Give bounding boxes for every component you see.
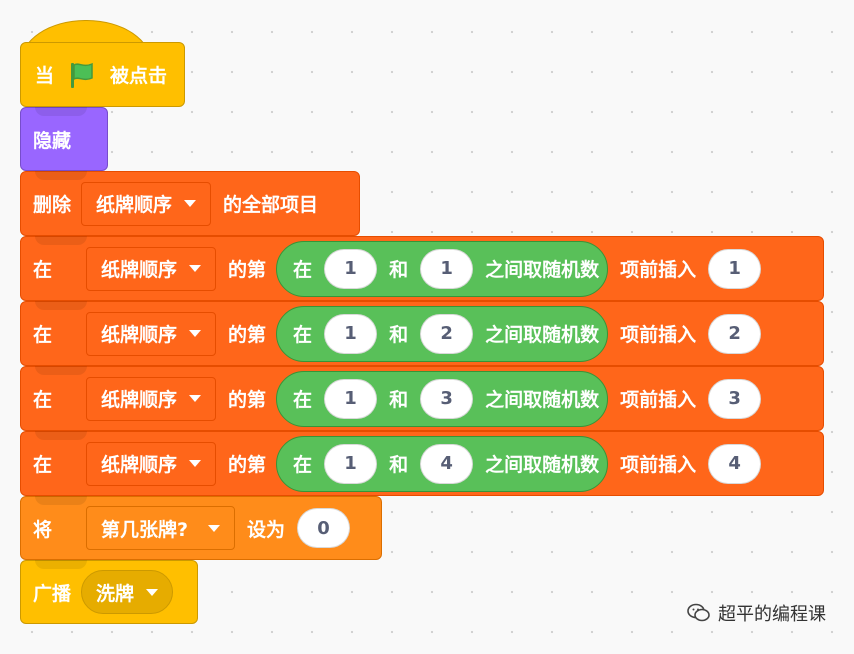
and-label: 和 (389, 324, 409, 346)
insert-at-label: 在 (33, 389, 53, 411)
insert-value-input[interactable]: 4 (708, 443, 762, 484)
message-dropdown[interactable]: 洗牌 (81, 570, 174, 614)
insert-value-input[interactable]: 1 (708, 248, 762, 289)
random-to-input[interactable]: 1 (420, 248, 474, 289)
random-suffix-label: 之间取随机数 (485, 259, 600, 281)
list-dropdown-value: 纸牌顺序 (101, 389, 178, 411)
dropdown-caret-icon (189, 265, 202, 272)
all-items-label: 的全部项目 (223, 194, 319, 216)
random-suffix-label: 之间取随机数 (485, 389, 600, 411)
message-dropdown-value: 洗牌 (96, 582, 135, 605)
variable-dropdown[interactable]: 第几张牌? (86, 506, 236, 550)
of-item-label: 的第 (228, 259, 267, 281)
block-notch (35, 560, 87, 569)
insert-value-input[interactable]: 2 (708, 313, 762, 354)
pick-random-label: 在 (293, 324, 313, 346)
insert-at-list-block[interactable]: 在 纸牌顺序 的第 在 1 和 3 之间取随机数 项前插入 3 (20, 366, 824, 431)
list-dropdown[interactable]: 纸牌顺序 (86, 376, 217, 421)
random-from-input[interactable]: 1 (324, 313, 378, 354)
broadcast-block[interactable]: 广播 洗牌 (20, 560, 198, 624)
random-to-input[interactable]: 4 (420, 443, 474, 484)
when-label: 当 (35, 65, 55, 87)
wechat-icon (687, 603, 710, 622)
hide-label: 隐藏 (33, 129, 72, 152)
insert-at-list-block[interactable]: 在 纸牌顺序 的第 在 1 和 2 之间取随机数 项前插入 2 (20, 301, 824, 366)
random-to-input[interactable]: 3 (420, 378, 474, 419)
dropdown-caret-icon (189, 460, 202, 467)
block-notch (35, 431, 87, 440)
random-from-input[interactable]: 1 (324, 443, 378, 484)
list-dropdown-value: 纸牌顺序 (101, 324, 178, 346)
delete-all-of-list-block[interactable]: 删除 纸牌顺序 的全部项目 (20, 171, 360, 236)
list-dropdown[interactable]: 纸牌顺序 (81, 181, 212, 226)
pick-random-label: 在 (293, 389, 313, 411)
when-flag-clicked-block[interactable]: 当 被点击 (20, 42, 185, 107)
hide-block[interactable]: 隐藏 (20, 107, 108, 171)
block-notch (35, 301, 87, 310)
insert-at-label: 在 (33, 324, 53, 346)
dropdown-caret-icon (208, 524, 221, 532)
block-notch (35, 107, 87, 116)
pick-random-reporter[interactable]: 在 1 和 4 之间取随机数 (276, 435, 609, 492)
list-dropdown-value: 纸牌顺序 (101, 259, 178, 281)
watermark: 超平的编程课 (686, 600, 826, 626)
list-dropdown-value: 纸牌顺序 (96, 194, 173, 216)
set-to-label: 设为 (247, 518, 286, 541)
dropdown-caret-icon (146, 588, 159, 596)
block-notch (35, 496, 87, 505)
of-item-label: 的第 (228, 324, 267, 346)
random-to-input[interactable]: 2 (420, 313, 474, 354)
pick-random-reporter[interactable]: 在 1 和 3 之间取随机数 (276, 370, 609, 427)
variable-dropdown-value: 第几张牌? (101, 518, 189, 541)
green-flag-icon (71, 62, 93, 88)
block-notch (35, 366, 87, 375)
block-notch (35, 236, 87, 245)
set-value-input[interactable]: 0 (297, 508, 351, 548)
pick-random-label: 在 (293, 454, 313, 476)
random-suffix-label: 之间取随机数 (485, 454, 600, 476)
pick-random-reporter[interactable]: 在 1 和 2 之间取随机数 (276, 305, 609, 362)
insert-at-list-block[interactable]: 在 纸牌顺序 的第 在 1 和 4 之间取随机数 项前插入 4 (20, 431, 824, 496)
set-variable-block[interactable]: 将 第几张牌? 设为 0 (20, 496, 382, 560)
random-from-input[interactable]: 1 (324, 378, 378, 419)
insert-at-label: 在 (33, 454, 53, 476)
block-notch (35, 171, 87, 180)
delete-label: 删除 (33, 194, 72, 216)
and-label: 和 (389, 389, 409, 411)
list-dropdown[interactable]: 纸牌顺序 (86, 441, 217, 486)
random-from-input[interactable]: 1 (324, 248, 378, 289)
insert-before-label: 项前插入 (620, 454, 697, 476)
insert-before-label: 项前插入 (620, 389, 697, 411)
of-item-label: 的第 (228, 454, 267, 476)
pick-random-reporter[interactable]: 在 1 和 1 之间取随机数 (276, 240, 609, 297)
of-item-label: 的第 (228, 389, 267, 411)
dropdown-caret-icon (189, 395, 202, 402)
and-label: 和 (389, 454, 409, 476)
random-suffix-label: 之间取随机数 (485, 324, 600, 346)
insert-at-list-block[interactable]: 在 纸牌顺序 的第 在 1 和 1 之间取随机数 项前插入 1 (20, 236, 824, 301)
broadcast-label: 广播 (33, 582, 72, 605)
watermark-text: 超平的编程课 (718, 604, 826, 625)
insert-before-label: 项前插入 (620, 259, 697, 281)
dropdown-caret-icon (184, 200, 197, 207)
insert-value-input[interactable]: 3 (708, 378, 762, 419)
list-dropdown[interactable]: 纸牌顺序 (86, 311, 217, 356)
clicked-label: 被点击 (110, 65, 168, 87)
insert-at-label: 在 (33, 259, 53, 281)
insert-before-label: 项前插入 (620, 324, 697, 346)
and-label: 和 (389, 259, 409, 281)
list-dropdown-value: 纸牌顺序 (101, 454, 178, 476)
pick-random-label: 在 (293, 259, 313, 281)
list-dropdown[interactable]: 纸牌顺序 (86, 246, 217, 291)
set-label: 将 (33, 518, 53, 541)
dropdown-caret-icon (189, 330, 202, 337)
